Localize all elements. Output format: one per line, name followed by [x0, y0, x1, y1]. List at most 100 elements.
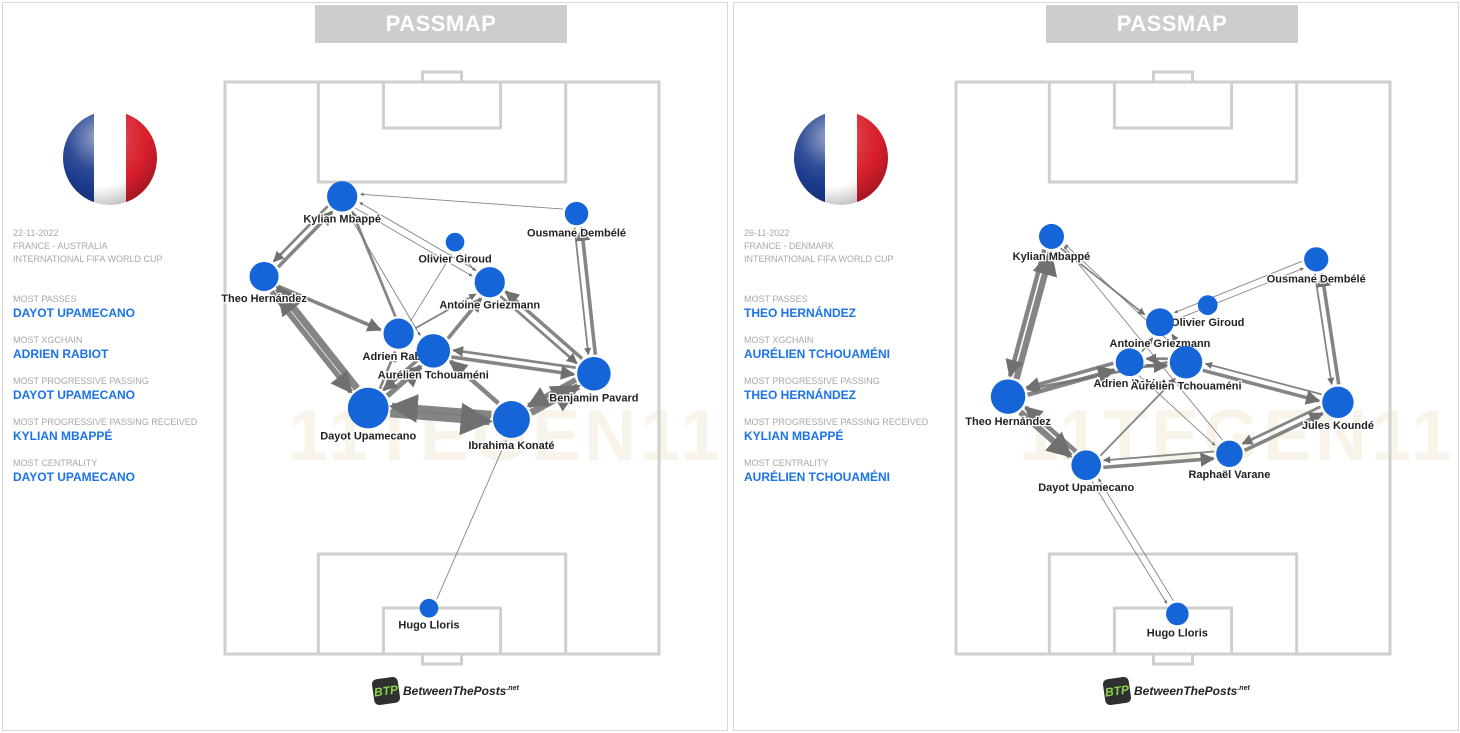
top-goal [420, 70, 464, 84]
pass-edge-antoine-griezmann-to-ousmane-dembele [1175, 267, 1304, 320]
stat-most-progressive-passing: MOST PROGRESSIVE PASSING THEO HERNÁNDEZ [744, 376, 954, 403]
match-teams: FRANCE - AUSTRALIA [13, 241, 108, 251]
pass-edge-benjamin-pavard-to-aurelien-tchouameni [452, 346, 577, 369]
player-node-ousmane-dembele [1304, 247, 1329, 272]
pass-edge-dayot-upamecano-to-raphael-varane [1103, 452, 1215, 470]
betweentheposts-logo: BTP BetweenThePosts.net [371, 676, 519, 706]
match-info: 26-11-2022 FRANCE - DENMARK INTERNATIONA… [744, 227, 954, 485]
pass-edge-adrien-rabiot-to-antoine-griezmann [414, 293, 477, 330]
pass-edge-hugo-lloris-to-dayot-upamecano [1098, 478, 1174, 602]
player-label-aurelien-tchouameni: Aurélien Tchouaméni [1130, 381, 1241, 393]
player-node-ibrahima-konate [493, 401, 530, 438]
match-info: 22-11-2022 FRANCE - AUSTRALIA INTERNATIO… [13, 227, 223, 485]
bottom-goal [420, 652, 464, 666]
pass-edge-theo-hernandez-to-kylian-mbappe [276, 210, 334, 269]
pass-edge-benjamin-pavard-to-ibrahima-konate [526, 377, 578, 409]
pass-edge-ousmane-dembele-to-benjamin-pavard [573, 227, 592, 356]
passmap-panel-france-australia: PASSMAP 11TEGEN11 22-11-2022 FRANCE - AU… [2, 2, 728, 731]
player-node-hugo-lloris [419, 598, 439, 618]
pass-edge-ibrahima-konate-to-aurelien-tchouameni [448, 359, 500, 406]
player-node-hugo-lloris [1166, 602, 1189, 626]
player-node-raphael-varane [1216, 440, 1243, 468]
match-date: 22-11-2022 [13, 228, 59, 238]
brand-name: BetweenThePosts.net [1134, 684, 1250, 698]
pass-edge-jules-kounde-to-raphael-varane [1241, 405, 1322, 445]
pass-edge-theo-hernandez-to-adrien-rabiot [277, 284, 382, 332]
pass-edge-hugo-lloris-to-ibrahima-konate [436, 440, 507, 600]
player-label-aurelien-tchouameni: Aurélien Tchouaméni [378, 370, 489, 382]
match-teams: FRANCE - DENMARK [744, 241, 835, 251]
player-label-kylian-mbappe: Kylian Mbappé [303, 214, 381, 226]
pass-edge-adrien-rabiot-to-theo-hernandez [1025, 361, 1114, 392]
player-label-antoine-griezmann: Antoine Griezmann [1110, 338, 1211, 350]
player-label-dayot-upamecano: Dayot Upamecano [1038, 482, 1134, 494]
pass-edge-adrien-rabiot-to-olivier-giroud [410, 254, 452, 322]
stat-label: MOST PROGRESSIVE PASSING [13, 376, 149, 386]
pass-edge-theo-hernandez-to-kylian-mbappe [1013, 249, 1058, 380]
stat-value: THEO HERNÁNDEZ [744, 388, 857, 402]
player-node-theo-hernandez [990, 379, 1026, 414]
stat-value: DAYOT UPAMECANO [13, 388, 136, 402]
pass-edge-theo-hernandez-to-dayot-upamecano [269, 289, 354, 394]
stat-value: AURÉLIEN TCHOUAMÉNI [744, 470, 890, 484]
pass-edge-adrien-rabiot-to-antoine-griezmann [1141, 337, 1154, 353]
stat-most-passes: MOST PASSES THEO HERNÁNDEZ [744, 294, 954, 321]
player-label-jules-kounde: Jules Koundé [1302, 420, 1374, 432]
bottom-penalty-box [316, 552, 568, 656]
match-competition: INTERNATIONAL FIFA WORLD CUP [744, 254, 894, 264]
player-label-hugo-lloris: Hugo Lloris [1147, 627, 1208, 639]
stat-value: THEO HERNÁNDEZ [744, 306, 857, 320]
player-label-olivier-giroud: Olivier Giroud [1171, 317, 1244, 329]
player-node-benjamin-pavard [577, 356, 611, 391]
top-six-yard-box [1112, 80, 1234, 130]
bottom-goal [1151, 652, 1195, 666]
stat-label: MOST XGCHAIN [13, 335, 83, 345]
pass-edge-raphael-varane-to-jules-kounde [1243, 411, 1324, 453]
player-label-antoine-griezmann: Antoine Griezmann [439, 299, 540, 311]
pass-edge-benjamin-pavard-to-ousmane-dembele [575, 226, 598, 355]
pass-edge-adrien-rabiot-to-raphael-varane [1138, 375, 1216, 446]
pass-edge-ibrahima-konate-to-benjamin-pavard [529, 383, 581, 416]
stat-most-progressive-received: MOST PROGRESSIVE PASSING RECEIVED KYLIAN… [744, 417, 954, 444]
player-node-olivier-giroud [445, 232, 465, 252]
player-node-kylian-mbappe [1038, 223, 1064, 249]
stat-label: MOST PROGRESSIVE PASSING RECEIVED [13, 417, 198, 427]
passmap-panel-france-denmark: PASSMAP 11TEGEN11 26-11-2022 FRANCE - DE… [733, 2, 1459, 731]
player-node-dayot-upamecano [347, 387, 389, 429]
pass-edge-jules-kounde-to-ousmane-dembele [1316, 272, 1341, 385]
player-label-ousmane-dembele: Ousmane Dembélé [527, 227, 626, 239]
player-node-kylian-mbappe [327, 181, 358, 212]
stat-value: ADRIEN RABIOT [13, 347, 109, 361]
stat-value: DAYOT UPAMECANO [13, 470, 136, 484]
stat-most-progressive-passing: MOST PROGRESSIVE PASSING DAYOT UPAMECANO [13, 376, 223, 403]
btp-logo-icon: BTP [371, 676, 401, 706]
pass-edge-adrien-rabiot-to-kylian-mbappe [351, 210, 397, 318]
stat-value: KYLIAN MBAPPÉ [13, 429, 113, 443]
stat-most-xgchain: MOST XGCHAIN ADRIEN RABIOT [13, 335, 223, 362]
player-label-dayot-upamecano: Dayot Upamecano [320, 430, 416, 442]
top-penalty-box [316, 80, 568, 184]
pass-edge-dayot-upamecano-to-hugo-lloris [1091, 481, 1168, 604]
pass-edge-ousmane-dembele-to-kylian-mbappe [360, 192, 564, 210]
match-competition: INTERNATIONAL FIFA WORLD CUP [13, 254, 163, 264]
top-penalty-box [1047, 80, 1299, 184]
pass-edge-dayot-upamecano-to-aurelien-tchouameni [385, 364, 423, 398]
stat-value: AURÉLIEN TCHOUAMÉNI [744, 347, 890, 361]
stat-most-xgchain: MOST XGCHAIN AURÉLIEN TCHOUAMÉNI [744, 335, 954, 362]
stat-most-centrality: MOST CENTRALITY AURÉLIEN TCHOUAMÉNI [744, 458, 954, 485]
pass-edge-raphael-varane-to-kylian-mbappe [1063, 245, 1223, 441]
pass-edge-aurelien-tchouameni-to-antoine-griezmann [446, 297, 483, 340]
pitch-markings [223, 70, 661, 666]
match-date: 26-11-2022 [744, 228, 790, 238]
stat-most-passes: MOST PASSES DAYOT UPAMECANO [13, 294, 223, 321]
pass-edge-kylian-mbappe-to-antoine-griezmann [355, 207, 473, 277]
stat-label: MOST PASSES [13, 294, 77, 304]
stat-label: MOST PASSES [744, 294, 808, 304]
france-flag-icon [63, 111, 157, 205]
pass-edge-kylian-mbappe-to-theo-hernandez [272, 205, 329, 263]
pass-edges [269, 192, 598, 600]
stat-label: MOST PROGRESSIVE PASSING RECEIVED [744, 417, 929, 427]
pass-edge-olivier-giroud-to-antoine-griezmann [459, 252, 476, 272]
